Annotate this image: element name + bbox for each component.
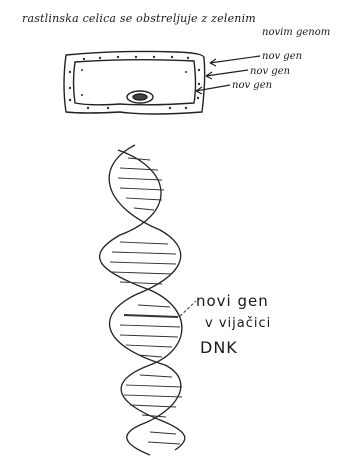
arrow-2 — [206, 70, 248, 76]
arrow-1 — [210, 56, 260, 63]
dna-rungs — [110, 158, 182, 444]
dna-strand-b — [109, 145, 181, 455]
plant-cell — [64, 51, 205, 114]
dna-helix — [100, 145, 185, 455]
cell-nucleolus — [133, 94, 147, 100]
cell-wall-dots — [69, 56, 200, 109]
gene-arrows — [196, 56, 260, 94]
dna-label-line-1: novi gen — [196, 292, 269, 310]
dna-label-line-3: DNK — [200, 338, 238, 357]
dna-label-line-2: v vijačici — [205, 316, 271, 331]
new-gene-pointer — [180, 301, 196, 316]
